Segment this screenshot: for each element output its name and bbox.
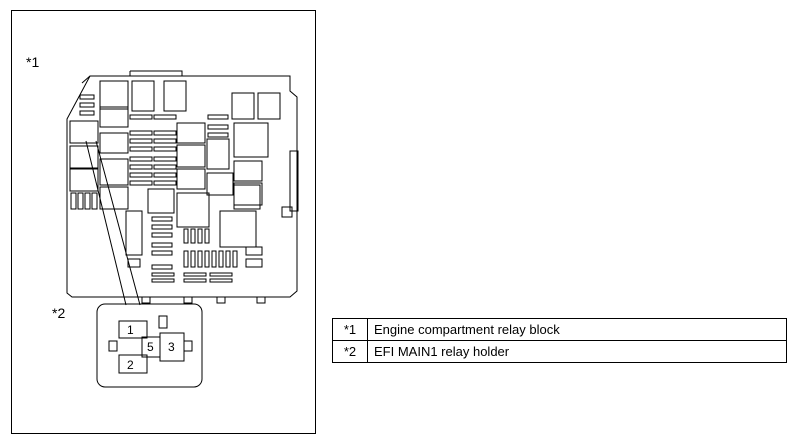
legend-key: *1 [332, 318, 368, 341]
relay-cavities [69, 80, 281, 256]
relay-block-outline [66, 70, 299, 304]
terminal-5: 5 [147, 340, 154, 354]
legend-row: *1 Engine compartment relay block [332, 318, 787, 341]
legend-row: *2 EFI MAIN1 relay holder [332, 340, 787, 363]
legend-label: EFI MAIN1 relay holder [367, 340, 787, 363]
leader-lines [85, 140, 141, 306]
diagram-frame: *1 *2 [11, 10, 316, 434]
callout-1: *1 [26, 54, 40, 70]
vertical-fuses [70, 192, 238, 283]
legend-table: *1 Engine compartment relay block *2 EFI… [332, 318, 787, 363]
relay-block-drawing: 1 2 3 5 [66, 70, 299, 388]
relay-holder-detail [96, 303, 203, 388]
callout-2: *2 [52, 305, 66, 321]
fuse-slots [79, 94, 263, 270]
legend-label: Engine compartment relay block [367, 318, 787, 341]
terminal-1: 1 [127, 323, 134, 337]
legend-key: *2 [332, 340, 368, 363]
terminal-3: 3 [168, 340, 175, 354]
terminal-2: 2 [127, 358, 134, 372]
